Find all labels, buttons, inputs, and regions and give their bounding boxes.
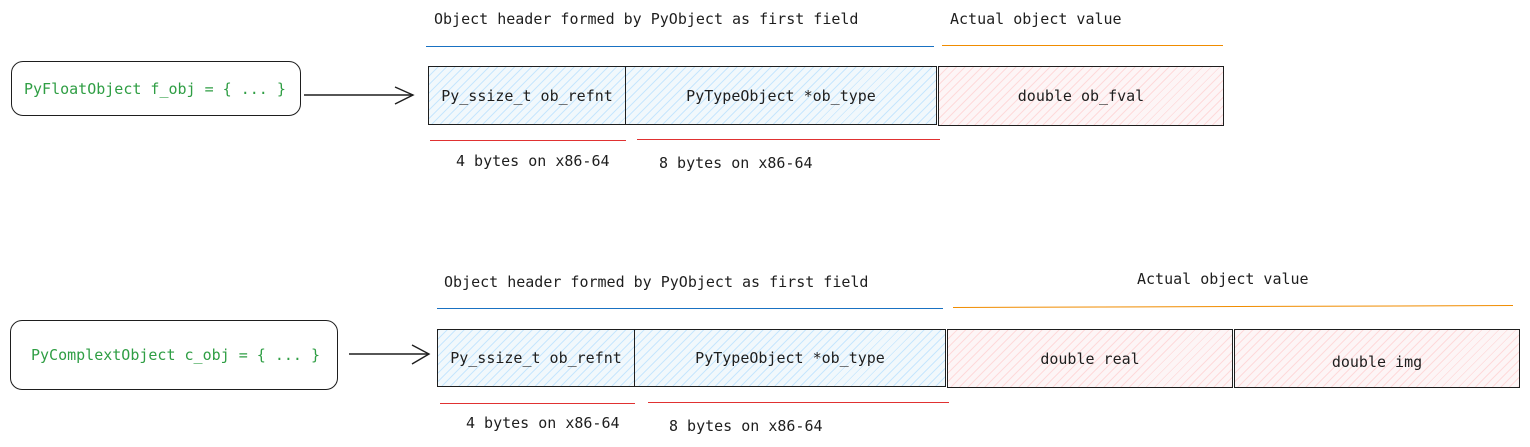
float-header-caption: Object header formed by PyObject as firs… [434, 10, 859, 28]
float-object-box: PyFloatObject f_obj = { ... } [11, 61, 301, 116]
complex-pointer-arrow [349, 344, 431, 365]
complex-header-rule [437, 308, 943, 309]
float-value-label: double ob_fval [1017, 87, 1145, 105]
complex-real-field: double real [947, 329, 1233, 388]
complex-refcnt-label: Py_ssize_t ob_refnt [450, 349, 622, 367]
complex-value-rule [952, 305, 1513, 308]
complex-type-size: 8 bytes on x86-64 [669, 417, 823, 435]
complex-refcnt-size-rule [440, 403, 635, 404]
float-type-field: PyTypeObject *ob_type [625, 66, 937, 125]
complex-real-label: double real [1040, 349, 1140, 368]
complex-object-label: PyComplextObject c_obj = { ... } [31, 346, 320, 364]
complex-value-caption: Actual object value [1137, 270, 1309, 288]
complex-refcnt-field: Py_ssize_t ob_refnt [437, 329, 635, 387]
float-refcnt-size-rule [430, 140, 626, 141]
float-type-label: PyTypeObject *ob_type [686, 86, 876, 105]
complex-type-label: PyTypeObject *ob_type [695, 349, 885, 367]
complex-type-size-rule [648, 402, 949, 403]
float-value-rule [942, 45, 1223, 46]
float-type-size-rule [637, 139, 940, 140]
complex-imag-label: double img [1331, 352, 1423, 371]
complex-type-field: PyTypeObject *ob_type [634, 329, 946, 387]
complex-refcnt-size: 4 bytes on x86-64 [466, 414, 620, 432]
complex-object-box: PyComplextObject c_obj = { ... } [10, 320, 338, 390]
float-refcnt-label: Py_ssize_t ob_refnt [441, 86, 613, 105]
float-refcnt-field: Py_ssize_t ob_refnt [428, 66, 626, 125]
float-pointer-arrow [304, 86, 415, 105]
complex-header-caption: Object header formed by PyObject as firs… [444, 273, 869, 291]
complex-imag-field: double img [1234, 329, 1520, 388]
float-refcnt-size: 4 bytes on x86-64 [456, 152, 610, 170]
float-value-caption: Actual object value [950, 10, 1122, 28]
float-header-rule [426, 46, 934, 47]
float-type-size: 8 bytes on x86-64 [659, 154, 813, 172]
float-object-label: PyFloatObject f_obj = { ... } [24, 79, 286, 98]
float-value-field: double ob_fval [938, 66, 1224, 126]
